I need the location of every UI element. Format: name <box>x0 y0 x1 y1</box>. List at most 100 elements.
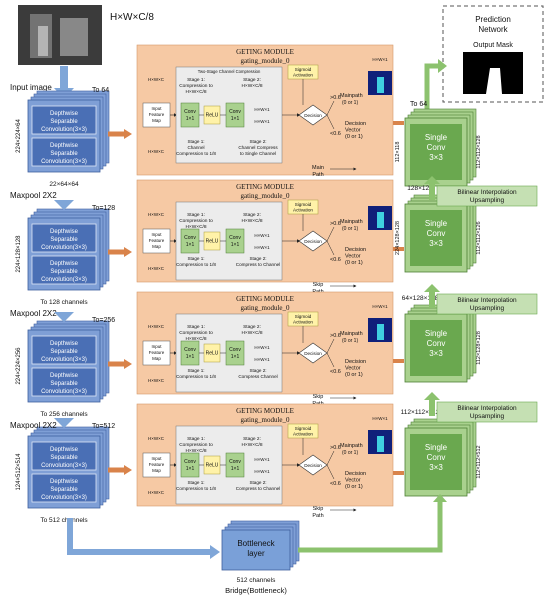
input-feature-map <box>142 452 171 478</box>
depthwise-conv-label: Separable <box>50 119 78 125</box>
prediction-title: Prediction <box>475 15 511 24</box>
depthwise-conv-label: Convolution(3×3) <box>41 127 87 133</box>
conv1x1-block <box>180 452 200 478</box>
mainpath-label: Mainpath <box>340 93 363 99</box>
stage2-bottom-label: Compress to Channel <box>236 262 280 267</box>
conv1x1-block <box>225 228 245 254</box>
decoder-to-label: To 64 <box>410 101 427 108</box>
decision-vector-label: (0 or 1) <box>345 484 363 490</box>
conv1x1-label: 1×1 <box>231 242 240 248</box>
single-conv-block <box>410 320 462 376</box>
decision-label: Decision <box>304 239 322 244</box>
conv1x1-label: Conv <box>184 235 196 241</box>
depthwise-conv-block <box>31 473 97 503</box>
upsampling-label: Upsampling <box>470 197 505 204</box>
stage1-top-label: Stage 1: <box>187 212 205 218</box>
gating-title: GETING MODULE <box>236 48 294 56</box>
conv1x1-label: 1×1 <box>186 354 195 360</box>
encoder-under-label: 22×64×64 <box>49 181 79 188</box>
encoder-stage-1: DepthwiseSeparableConvolution(3×3)Depthw… <box>27 90 110 173</box>
threshold-gt: >0.6 <box>330 95 341 101</box>
depthwise-conv-label: Separable <box>50 237 78 243</box>
conv1x1-label: Conv <box>184 347 196 353</box>
depthwise-conv-label: Depthwise <box>50 111 79 117</box>
single-conv-label: Single <box>425 219 448 228</box>
decision-diamond <box>298 104 328 126</box>
hw1-label: H×W×1 <box>254 245 270 250</box>
stage2-bottom-label: Compress Channel <box>238 374 277 379</box>
encoder-stage-4: DepthwiseSeparableConvolution(3×3)Depthw… <box>27 426 110 509</box>
encoder-to-label: To 64 <box>92 87 109 94</box>
upsampling-label: Bilinear Interpolation <box>457 189 517 196</box>
hw1-label: H×W×1 <box>254 345 270 350</box>
conv1x1-block <box>225 102 245 128</box>
encoder-to-label: To=128 <box>92 205 115 212</box>
depthwise-conv-label: Convolution(3×3) <box>41 277 87 283</box>
stage2-bottom-label: Stage 2: <box>249 368 266 373</box>
conv1x1-block <box>225 452 245 478</box>
decision-vector-label: Vector <box>345 366 361 372</box>
hw1-label: H×W×1 <box>254 233 270 238</box>
threshold-lt: <0.6 <box>330 369 341 375</box>
path-bottom-label: Skip <box>313 394 324 400</box>
single-conv-label: Single <box>425 133 448 142</box>
decision-label: Decision <box>304 113 322 118</box>
decision-diamond <box>298 342 328 364</box>
threshold-gt: >0.6 <box>330 221 341 227</box>
depthwise-conv-label: Separable <box>50 269 78 275</box>
gating-title: GETING MODULE <box>236 295 294 303</box>
feature-dims-label: H×W×C/8 <box>110 12 154 23</box>
sigmoid-label: Activation <box>293 320 313 325</box>
mainpath-sub-label: (0 or 1) <box>342 450 358 456</box>
input-feature-map-label: Map <box>152 244 161 249</box>
upsampling-label: Bilinear Interpolation <box>457 297 517 304</box>
input-feature-map <box>142 228 171 254</box>
conv1x1-block <box>180 340 200 366</box>
stage2-top-label: Stage 2: <box>243 212 261 218</box>
single-conv-label: Conv <box>427 339 446 348</box>
sigmoid-label: Sigmoid <box>295 314 312 319</box>
path-bottom-label: Path <box>312 513 323 519</box>
decision-vector-label: Decision <box>345 121 366 127</box>
depthwise-conv-block <box>31 255 97 285</box>
gating-title: GETING MODULE <box>236 407 294 415</box>
depthwise-conv-label: Convolution(3×3) <box>41 463 87 469</box>
conv1x1-label: 1×1 <box>186 466 195 472</box>
depthwise-conv-block <box>31 335 97 365</box>
conv1x1-block <box>180 102 200 128</box>
conv1x1-label: Conv <box>184 109 196 115</box>
single-conv-label: Conv <box>427 229 446 238</box>
depthwise-conv-label: Convolution(3×3) <box>41 159 87 165</box>
decision-diamond <box>298 454 328 476</box>
relu-label: ReLU <box>206 351 219 357</box>
input-feature-map-label: Input <box>151 106 162 111</box>
encoder-under-label: To 256 channels <box>40 411 88 418</box>
sigmoid-label: Sigmoid <box>295 202 312 207</box>
upsampling-box <box>436 401 538 423</box>
gating-module-3: GETING MODULEgating_module_0H×W×CH×W×CIn… <box>136 291 394 407</box>
mainpath-sub-label: (0 or 1) <box>342 100 358 106</box>
depthwise-conv-block <box>31 137 97 167</box>
hwc-label: H×W×C <box>148 490 165 495</box>
mainpath-label: Mainpath <box>340 219 363 225</box>
upsampling-label: Upsampling <box>470 413 505 420</box>
input-feature-map-label: Input <box>151 456 162 461</box>
decoder-size-label: 112×112×112 <box>401 409 440 416</box>
single-conv-label: Conv <box>427 143 446 152</box>
hwc-label: H×W×C <box>148 77 165 82</box>
hw1-label: H×W×1 <box>254 469 270 474</box>
hw1-label: H×W×1 <box>254 107 270 112</box>
upsampling-box <box>436 185 538 207</box>
gating-module-2: GETING MODULEgating_module_0H×W×CH×W×CIn… <box>136 179 394 295</box>
hwc-label: H×W×C <box>148 378 165 383</box>
stage1-bottom-label: Compression to 1/8 <box>176 374 216 379</box>
upsampling-label: Upsampling <box>470 305 505 312</box>
conv1x1-label: 1×1 <box>231 466 240 472</box>
path-bottom-label: Skip <box>313 506 324 512</box>
conv1x1-label: Conv <box>229 347 241 353</box>
depthwise-conv-label: Convolution(3×3) <box>41 389 87 395</box>
